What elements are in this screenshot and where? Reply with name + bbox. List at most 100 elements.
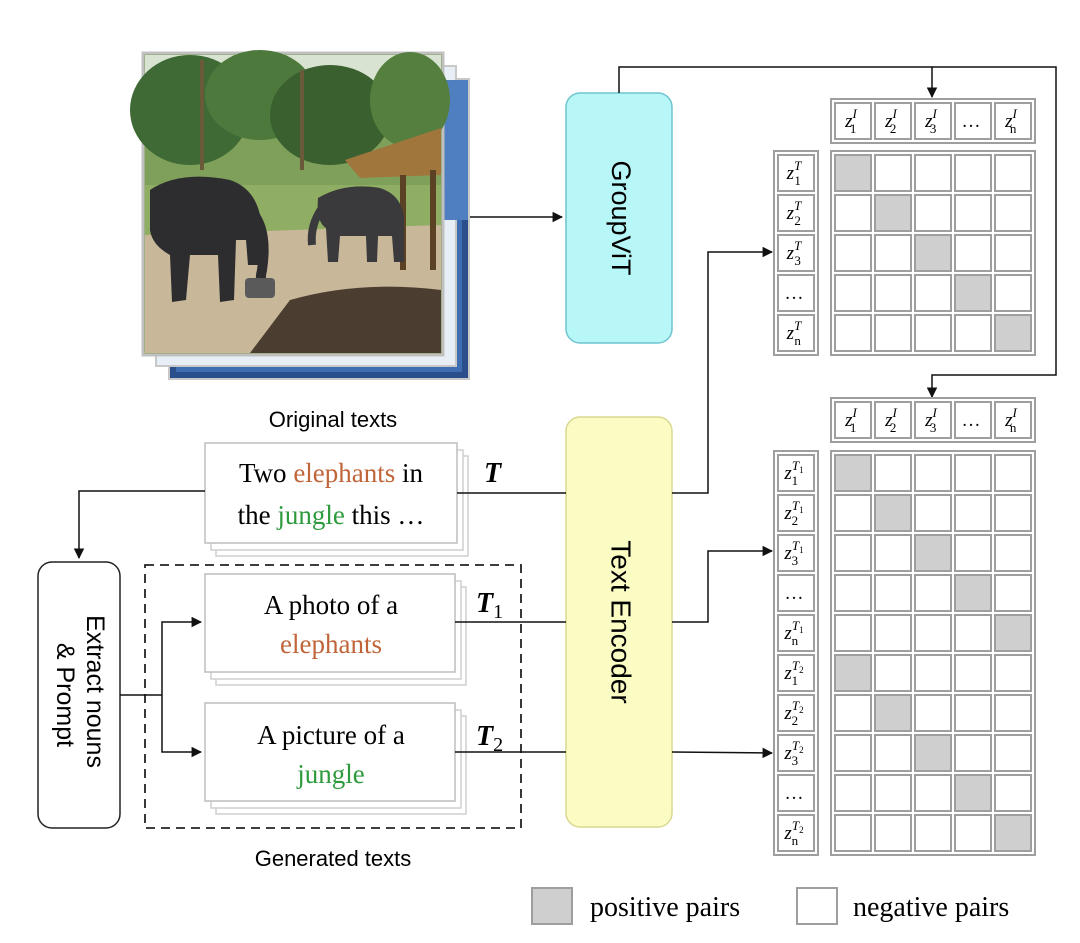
bottom-matrix-negative-cell-r4c0 (834, 614, 872, 652)
legend-positive-swatch (531, 887, 573, 925)
top-matrix-negative-cell-r1c2 (914, 194, 952, 232)
bottom-matrix-negative-cell-r6c2 (914, 694, 952, 732)
top-matrix-negative-cell-r4c1 (874, 314, 912, 352)
gen1-line2: elephants (280, 629, 382, 659)
bottom-matrix-positive-cell-r8c3 (954, 774, 992, 812)
top-matrix-header-label-3: … (962, 111, 981, 132)
arrow-encoder-to-top-rows (672, 246, 774, 494)
noun-jungle: jungle (276, 500, 345, 530)
bottom-matrix-row-cell-1 (777, 494, 815, 532)
bottom-matrix-negative-cell-r5c3 (954, 654, 992, 692)
original-text-line1: Two elephants in (239, 458, 424, 488)
bottom-matrix-negative-cell-r7c1 (874, 734, 912, 772)
top-matrix-row-cell-2 (777, 234, 815, 272)
top-matrix-negative-cell-r0c2 (914, 154, 952, 192)
bottom-matrix-negative-cell-r7c3 (954, 734, 992, 772)
top-matrix-negative-cell-r0c1 (874, 154, 912, 192)
generated-text-card-1 (204, 573, 456, 673)
generated-texts-group (144, 564, 522, 829)
top-matrix-negative-cell-r0c4 (994, 154, 1032, 192)
bottom-matrix-row-label-3: … (785, 583, 804, 604)
bottom-matrix-negative-cell-r8c1 (874, 774, 912, 812)
bottom-matrix-row-cell-6 (777, 694, 815, 732)
top-matrix-negative-cell-r3c1 (874, 274, 912, 312)
connectors (73, 66, 1057, 759)
bottom-matrix-negative-cell-r1c2 (914, 494, 952, 532)
label-T1: T1 (476, 588, 503, 623)
bottom-matrix-negative-cell-r0c3 (954, 454, 992, 492)
bottom-matrix-row-cell-5 (777, 654, 815, 692)
bottom-matrix-negative-cell-r2c1 (874, 534, 912, 572)
bottom-matrix-positive-cell-r7c2 (914, 734, 952, 772)
generated-text-card-2 (204, 702, 456, 802)
bottom-matrix-negative-cell-r2c4 (994, 534, 1032, 572)
bottom-matrix-row-cell-3 (777, 574, 815, 612)
original-texts-caption: Original texts (269, 407, 397, 432)
bottom-matrix-negative-cell-r9c0 (834, 814, 872, 852)
bottom-matrix-negative-cell-r5c4 (994, 654, 1032, 692)
bottom-matrix-negative-cell-r5c2 (914, 654, 952, 692)
original-text-line2: the jungle this … (238, 500, 425, 530)
bottom-matrix-negative-cell-r9c2 (914, 814, 952, 852)
bottom-matrix-negative-cell-r2c3 (954, 534, 992, 572)
bottom-matrix-negative-cell-r3c2 (914, 574, 952, 612)
top-matrix-negative-cell-r4c2 (914, 314, 952, 352)
top-matrix-negative-cell-r3c2 (914, 274, 952, 312)
svg-text:Extract nouns & Prompt: Extract nouns & Prompt (51, 615, 109, 775)
bottom-matrix-negative-cell-r7c0 (834, 734, 872, 772)
bottom-matrix-negative-cell-r6c4 (994, 694, 1032, 732)
arrow-groupvit-to-top-header (618, 66, 938, 99)
top-matrix-row-cell-0 (777, 154, 815, 192)
arrow-extract-to-gen2 (161, 695, 203, 758)
top-matrix-positive-cell-r4c4 (994, 314, 1032, 352)
top-matrix-header-cell-2 (914, 102, 952, 140)
bottom-matrix-positive-cell-r2c2 (914, 534, 952, 572)
bottom-matrix-negative-cell-r2c0 (834, 534, 872, 572)
bottom-matrix-positive-cell-r0c0 (834, 454, 872, 492)
top-matrix-negative-cell-r1c4 (994, 194, 1032, 232)
bottom-matrix-header-cell-2 (914, 401, 952, 439)
arrow-encoder-to-T2-rows (671, 747, 774, 759)
label-T2: T2 (476, 721, 503, 756)
bottom-matrix-negative-cell-r1c0 (834, 494, 872, 532)
bottom-matrix-header-label-3: … (962, 410, 981, 431)
top-matrix-negative-cell-r1c3 (954, 194, 992, 232)
bottom-matrix-row-cell-0 (777, 454, 815, 492)
bottom-matrix-row-cell-4 (777, 614, 815, 652)
arrow-original-to-extract (73, 490, 205, 560)
arrow-encoder-to-T1-rows (672, 545, 774, 623)
extract-label-line2: & Prompt (51, 643, 79, 747)
legend-negative-swatch (796, 887, 838, 925)
generated-texts-caption: Generated texts (255, 846, 412, 871)
bottom-matrix-negative-cell-r7c4 (994, 734, 1032, 772)
top-matrix-negative-cell-r2c1 (874, 234, 912, 272)
bottom-matrix-negative-cell-r3c0 (834, 574, 872, 612)
groupvit-label: GroupViT (606, 160, 636, 275)
arrow-groupvit-to-bottom-header (926, 66, 1057, 399)
top-matrix-negative-cell-r4c0 (834, 314, 872, 352)
bottom-matrix-positive-cell-r5c0 (834, 654, 872, 692)
bottom-matrix-negative-cell-r8c0 (834, 774, 872, 812)
bottom-matrix-negative-cell-r0c2 (914, 454, 952, 492)
top-matrix-negative-cell-r2c4 (994, 234, 1032, 272)
bottom-matrix-negative-cell-r4c1 (874, 614, 912, 652)
text-encoder-label: Text Encoder (606, 540, 637, 703)
legend: positive pairs negative pairs (531, 887, 1009, 925)
original-text-card (204, 442, 458, 544)
bottom-matrix-positive-cell-r4c4 (994, 614, 1032, 652)
top-matrix-positive-cell-r0c0 (834, 154, 872, 192)
top-matrix-header-cell-3 (954, 102, 992, 140)
bottom-matrix-negative-cell-r9c1 (874, 814, 912, 852)
